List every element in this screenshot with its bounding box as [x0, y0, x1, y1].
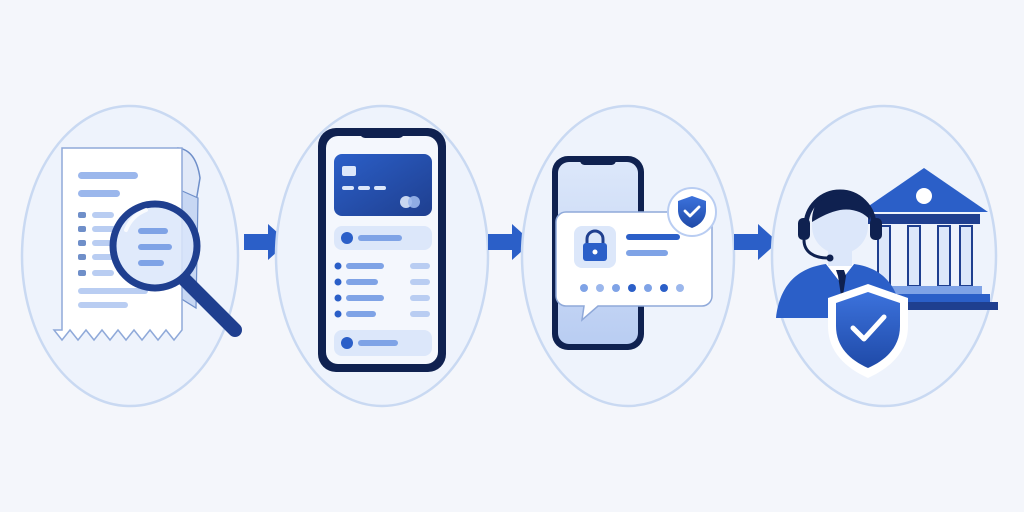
smartphone-icon: [318, 128, 446, 372]
credit-card-icon: [334, 154, 432, 216]
step-banking-app: [274, 104, 490, 408]
arrow-right-icon: [734, 224, 778, 260]
shield-check-icon: [828, 284, 908, 378]
bank-building-icon: [850, 168, 998, 310]
step-receipt-review: [20, 104, 242, 408]
shield-check-icon: [667, 187, 717, 237]
step-bank-support: [770, 104, 998, 408]
support-agent-icon: [776, 189, 902, 318]
step-secure-verification: [520, 104, 736, 408]
magnifier-icon: [109, 200, 242, 337]
lock-icon: [574, 226, 616, 268]
message-bubble: [555, 211, 713, 322]
